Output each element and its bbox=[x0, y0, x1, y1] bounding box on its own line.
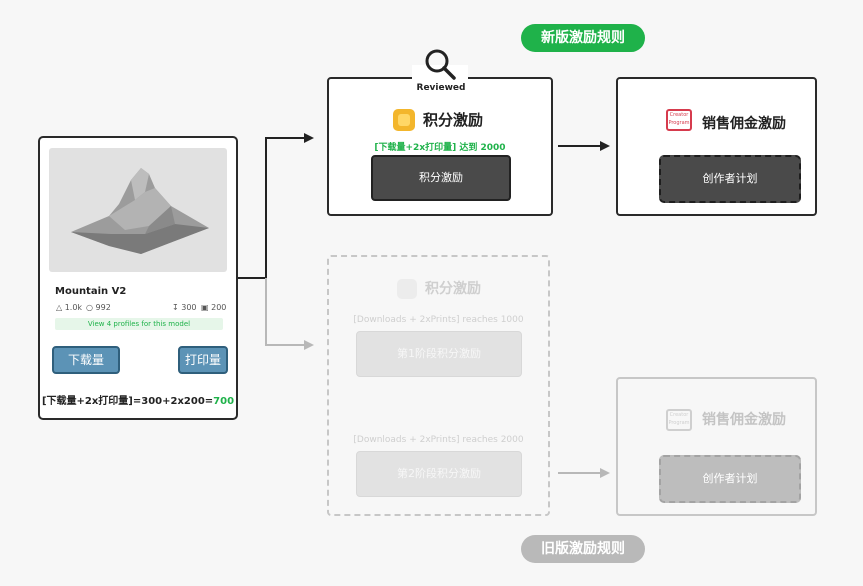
old-rules-pill: 旧版激励规则 bbox=[521, 535, 645, 563]
new-sales-box: Creator Program 销售佣金激励 创作者计划 bbox=[616, 77, 817, 216]
collect-icon: ○ bbox=[86, 303, 93, 312]
profiles-link[interactable]: View 4 profiles for this model bbox=[55, 318, 223, 330]
creator-program-logo-faded: Creator Program bbox=[666, 409, 692, 431]
formula-expression: [下载量+2x打印量]=300+2x200= bbox=[41, 396, 214, 407]
old-condition-1: [Downloads + 2xPrints] reaches 1000 bbox=[353, 315, 524, 325]
points-medal-icon-faded bbox=[397, 279, 417, 299]
stage-1-points-button[interactable]: 第1阶段积分激励 bbox=[356, 331, 522, 377]
stage-2-points-button[interactable]: 第2阶段积分激励 bbox=[356, 451, 522, 497]
formula-text: [下载量+2x打印量]=300+2x200=700 bbox=[40, 392, 236, 407]
creator-program-button[interactable]: 创作者计划 bbox=[659, 155, 801, 203]
likes-stat: △ 1.0k bbox=[56, 303, 82, 312]
condition-text: [下载量+2x打印量] 达到 bbox=[374, 143, 481, 153]
old-points-title: 积分激励 bbox=[425, 281, 481, 297]
creator-program-logo: Creator Program bbox=[666, 109, 692, 131]
print-icon: ▣ bbox=[201, 303, 209, 312]
prints-stat: ▣ 200 bbox=[201, 303, 226, 312]
download-count-label: 下载量 bbox=[52, 346, 120, 374]
old-sales-box: Creator Program 销售佣金激励 创作者计划 bbox=[616, 377, 817, 516]
arrow-card-to-new bbox=[238, 133, 314, 279]
old-condition-2: [Downloads + 2xPrints] reaches 2000 bbox=[353, 435, 524, 445]
arrow-card-to-old bbox=[265, 278, 314, 350]
formula-result: 700 bbox=[213, 396, 235, 407]
downloads-count: 300 bbox=[181, 303, 197, 312]
mountain-model-image bbox=[71, 168, 209, 254]
condition-value: 2000 bbox=[480, 143, 506, 153]
old-points-box: 积分激励 [Downloads + 2xPrints] reaches 1000… bbox=[327, 255, 550, 516]
new-points-title: 积分激励 bbox=[423, 111, 484, 129]
search-icon bbox=[425, 49, 456, 80]
new-points-condition: [下载量+2x打印量] 达到 2000 bbox=[329, 140, 551, 153]
points-medal-icon bbox=[393, 109, 415, 131]
reviewed-label: Reviewed bbox=[416, 83, 466, 93]
downloads-stat: ↧ 300 bbox=[172, 303, 197, 312]
new-sales-title: 销售佣金激励 bbox=[702, 116, 786, 132]
model-card[interactable]: Mountain V2 △ 1.0k ○ 992 ↧ 300 ▣ 200 Vie… bbox=[38, 136, 238, 420]
collects-count: 992 bbox=[95, 303, 111, 312]
new-rules-pill: 新版激励规则 bbox=[521, 24, 645, 52]
new-points-box: Reviewed 积分激励 [下载量+2x打印量] 达到 2000 积分激励 bbox=[327, 49, 553, 216]
prints-count: 200 bbox=[211, 303, 227, 312]
model-name[interactable]: Mountain V2 bbox=[55, 286, 127, 297]
download-icon: ↧ bbox=[172, 303, 179, 312]
print-count-label: 打印量 bbox=[178, 346, 228, 374]
collects-stat: ○ 992 bbox=[86, 303, 111, 312]
old-sales-title: 销售佣金激励 bbox=[702, 412, 786, 428]
likes-count: 1.0k bbox=[64, 303, 83, 312]
model-info bbox=[49, 272, 227, 352]
points-incentive-button[interactable]: 积分激励 bbox=[371, 155, 511, 201]
model-thumbnail bbox=[49, 148, 227, 272]
thumb-up-icon: △ bbox=[56, 303, 63, 312]
old-creator-program-button[interactable]: 创作者计划 bbox=[659, 455, 801, 503]
